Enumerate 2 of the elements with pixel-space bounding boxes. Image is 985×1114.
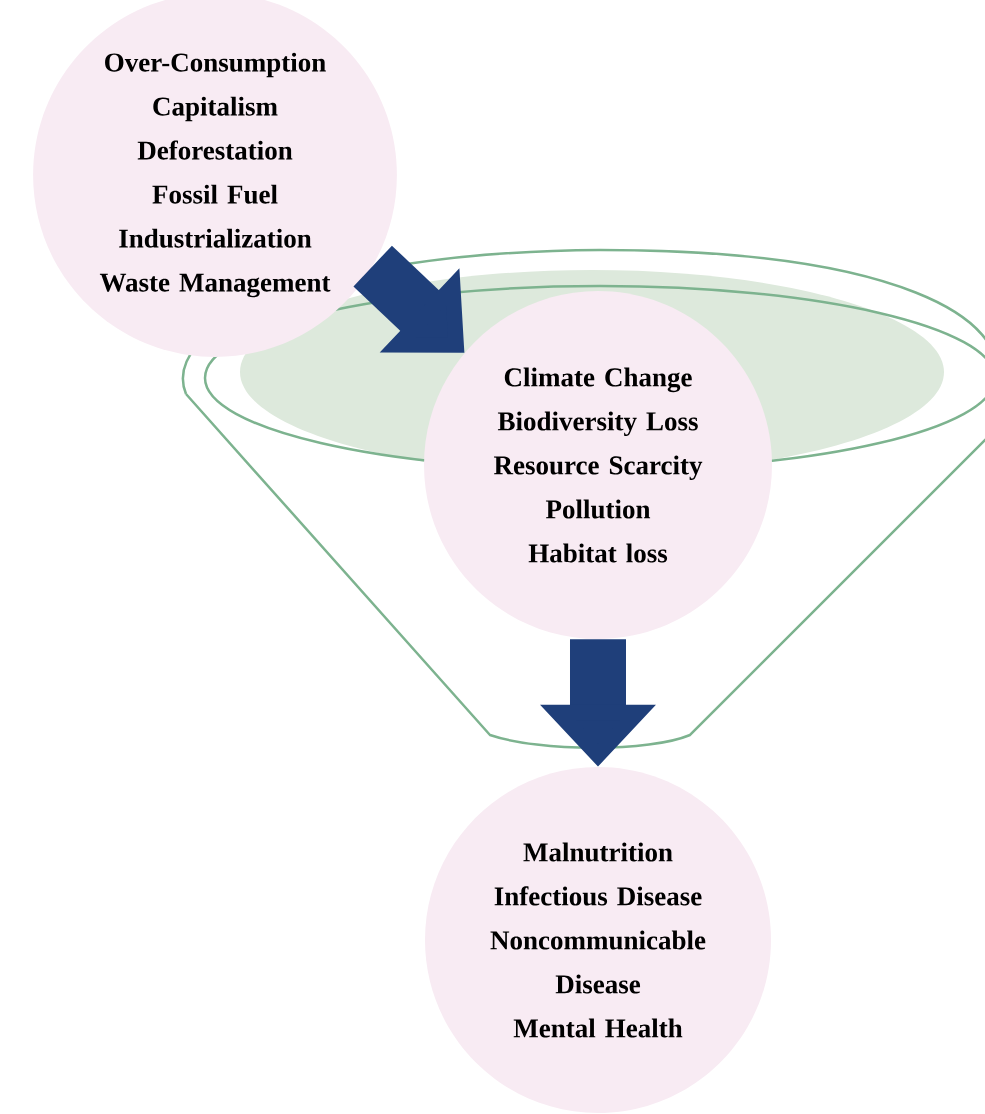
circle-node: Malnutrition Infectious Disease Noncommunicable Disease Mental Health [425,767,771,1113]
circle-node: Climate Change Biodiversity Loss Resource Scarcity Pollution Habitat loss [424,291,772,639]
